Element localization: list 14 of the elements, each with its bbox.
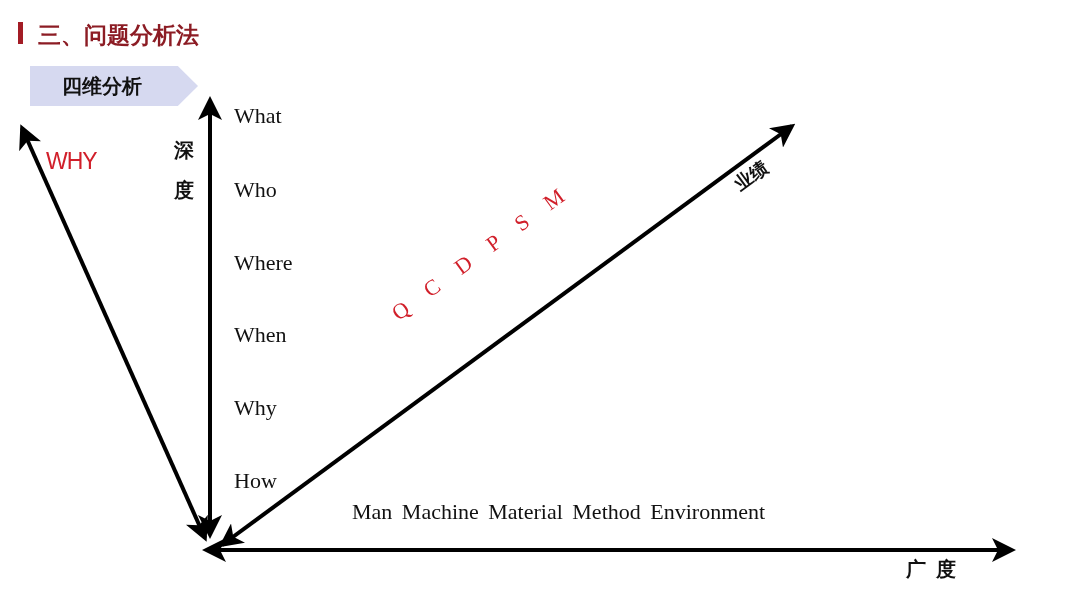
slide-title: 三、问题分析法	[38, 21, 199, 50]
factor-list: Man Machine Material Method Environment	[352, 499, 766, 525]
list-item: Where	[234, 250, 293, 276]
factor-list: Q C D P S M	[386, 177, 577, 326]
section-tag: 四维分析	[30, 66, 198, 106]
axis-label: 深度	[174, 137, 195, 204]
axis-label: 广度	[906, 556, 966, 583]
list-item: What	[234, 103, 282, 129]
list-item: Why	[234, 395, 277, 421]
list-item: How	[234, 468, 277, 494]
axis-label: 业绩	[729, 155, 773, 196]
axis-label: WHY	[46, 148, 97, 175]
list-item: When	[234, 322, 287, 348]
list-item: Who	[234, 177, 277, 203]
